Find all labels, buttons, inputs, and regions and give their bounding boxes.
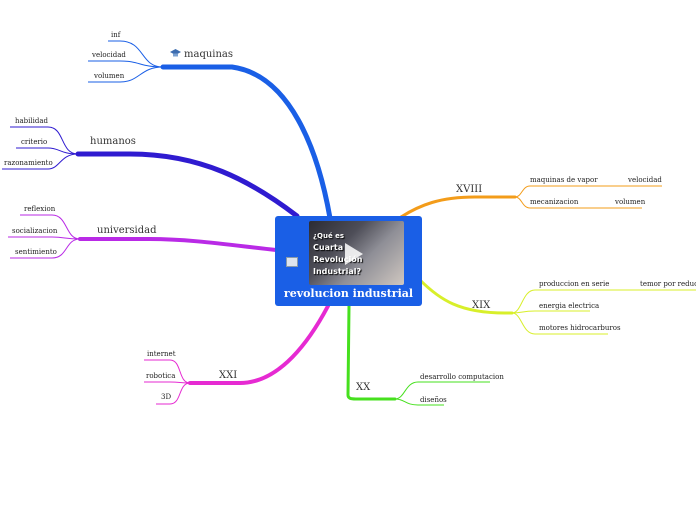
connector-maquinas: [160, 64, 333, 221]
connector-humanos-razonamiento: [2, 153, 79, 170]
connector-xix-motores: [511, 312, 608, 335]
branch-xxi[interactable]: XXI: [219, 370, 238, 381]
connector-maquinas-volumen: [88, 66, 164, 83]
play-icon[interactable]: [345, 243, 363, 265]
leaf-socializacion[interactable]: socializacion: [12, 227, 58, 235]
connector-xx-disenos: [394, 398, 444, 406]
leaf-mecanizacion[interactable]: mecanizacion: [530, 198, 579, 206]
connector-xxi-3d: [156, 382, 191, 405]
branch-maquinas[interactable]: maquinas: [184, 49, 234, 60]
connector-xix: [418, 278, 514, 315]
connector-xx-desarrollo: [394, 381, 490, 400]
leaf-disenos[interactable]: diseños: [420, 396, 447, 404]
connector-xviii: [399, 195, 517, 219]
connector-xviii-mecanizacion: [514, 196, 596, 209]
video-text-line: Industrial?: [313, 267, 362, 276]
connector-humanos: [75, 151, 300, 219]
leaf-razonamiento[interactable]: razonamiento: [4, 159, 53, 167]
leaf-sentimiento[interactable]: sentimiento: [15, 248, 57, 256]
connector-maquinas-velocidad: [88, 60, 164, 68]
leaf-3d[interactable]: 3D: [161, 393, 172, 401]
branch-universidad[interactable]: universidad: [97, 225, 157, 236]
leaf-energia-electrica[interactable]: energia electrica: [539, 302, 600, 310]
video-text-line: Cuarta: [313, 243, 344, 252]
connector-universidad-socializacion: [8, 236, 81, 240]
connector-xx: [346, 304, 397, 401]
connector-xxi-robotica: [144, 381, 191, 384]
leaf-velocidad[interactable]: velocidad: [92, 51, 126, 59]
leaf-internet[interactable]: internet: [147, 350, 176, 358]
connector-humanos-habilidad: [10, 126, 79, 155]
connector-maquinas-inf: [108, 40, 164, 68]
leaf-robotica[interactable]: robotica: [146, 372, 176, 380]
connector-universidad-reflexion: [20, 214, 81, 240]
video-thumbnail[interactable]: ¿Qué es Cuarta Revolución Industrial?: [309, 221, 404, 285]
leaf-volumen[interactable]: volumen: [94, 72, 125, 80]
document-icon: [286, 257, 298, 267]
central-title: revolucion industrial: [283, 287, 414, 300]
video-text-line: Revolución: [313, 255, 363, 264]
central-topic[interactable]: ¿Qué es Cuarta Revolución Industrial? re…: [275, 216, 422, 306]
connector-universidad-sentimiento: [10, 238, 81, 259]
connector-xxi-internet: [144, 359, 191, 384]
leaf-volumen-xviii[interactable]: volumen: [615, 198, 646, 206]
branch-humanos[interactable]: humanos: [90, 136, 136, 147]
leaf-desarrollo-computacion[interactable]: desarrollo computacion: [420, 373, 504, 381]
leaf-velocidad-xviii[interactable]: velocidad: [628, 176, 662, 184]
graduation-cap-icon: [170, 49, 181, 57]
video-text-line: ¿Qué es: [313, 232, 345, 240]
connector-universidad: [78, 237, 278, 252]
leaf-motores-hidrocarburos[interactable]: motores hidrocarburos: [539, 324, 621, 332]
leaf-habilidad[interactable]: habilidad: [15, 117, 49, 125]
leaf-temor-por-reduccion[interactable]: temor por reduccion: [640, 280, 696, 288]
branch-xix[interactable]: XIX: [472, 300, 491, 311]
leaf-inf[interactable]: inf: [111, 31, 121, 39]
leaf-produccion-en-serie[interactable]: produccion en serie: [539, 280, 610, 288]
branch-xviii[interactable]: XVIII: [456, 184, 483, 195]
connector-humanos-criterio: [16, 147, 79, 155]
connector-xxi: [188, 304, 330, 385]
leaf-reflexion[interactable]: reflexion: [24, 205, 56, 213]
leaf-criterio[interactable]: criterio: [21, 138, 48, 146]
connector-xix-produccion: [511, 289, 598, 314]
branch-xx[interactable]: XX: [356, 382, 371, 393]
connector-xviii-vapor: [514, 185, 596, 198]
connector-xix-energia: [511, 310, 590, 314]
leaf-maquinas-de-vapor[interactable]: maquinas de vapor: [530, 176, 598, 184]
